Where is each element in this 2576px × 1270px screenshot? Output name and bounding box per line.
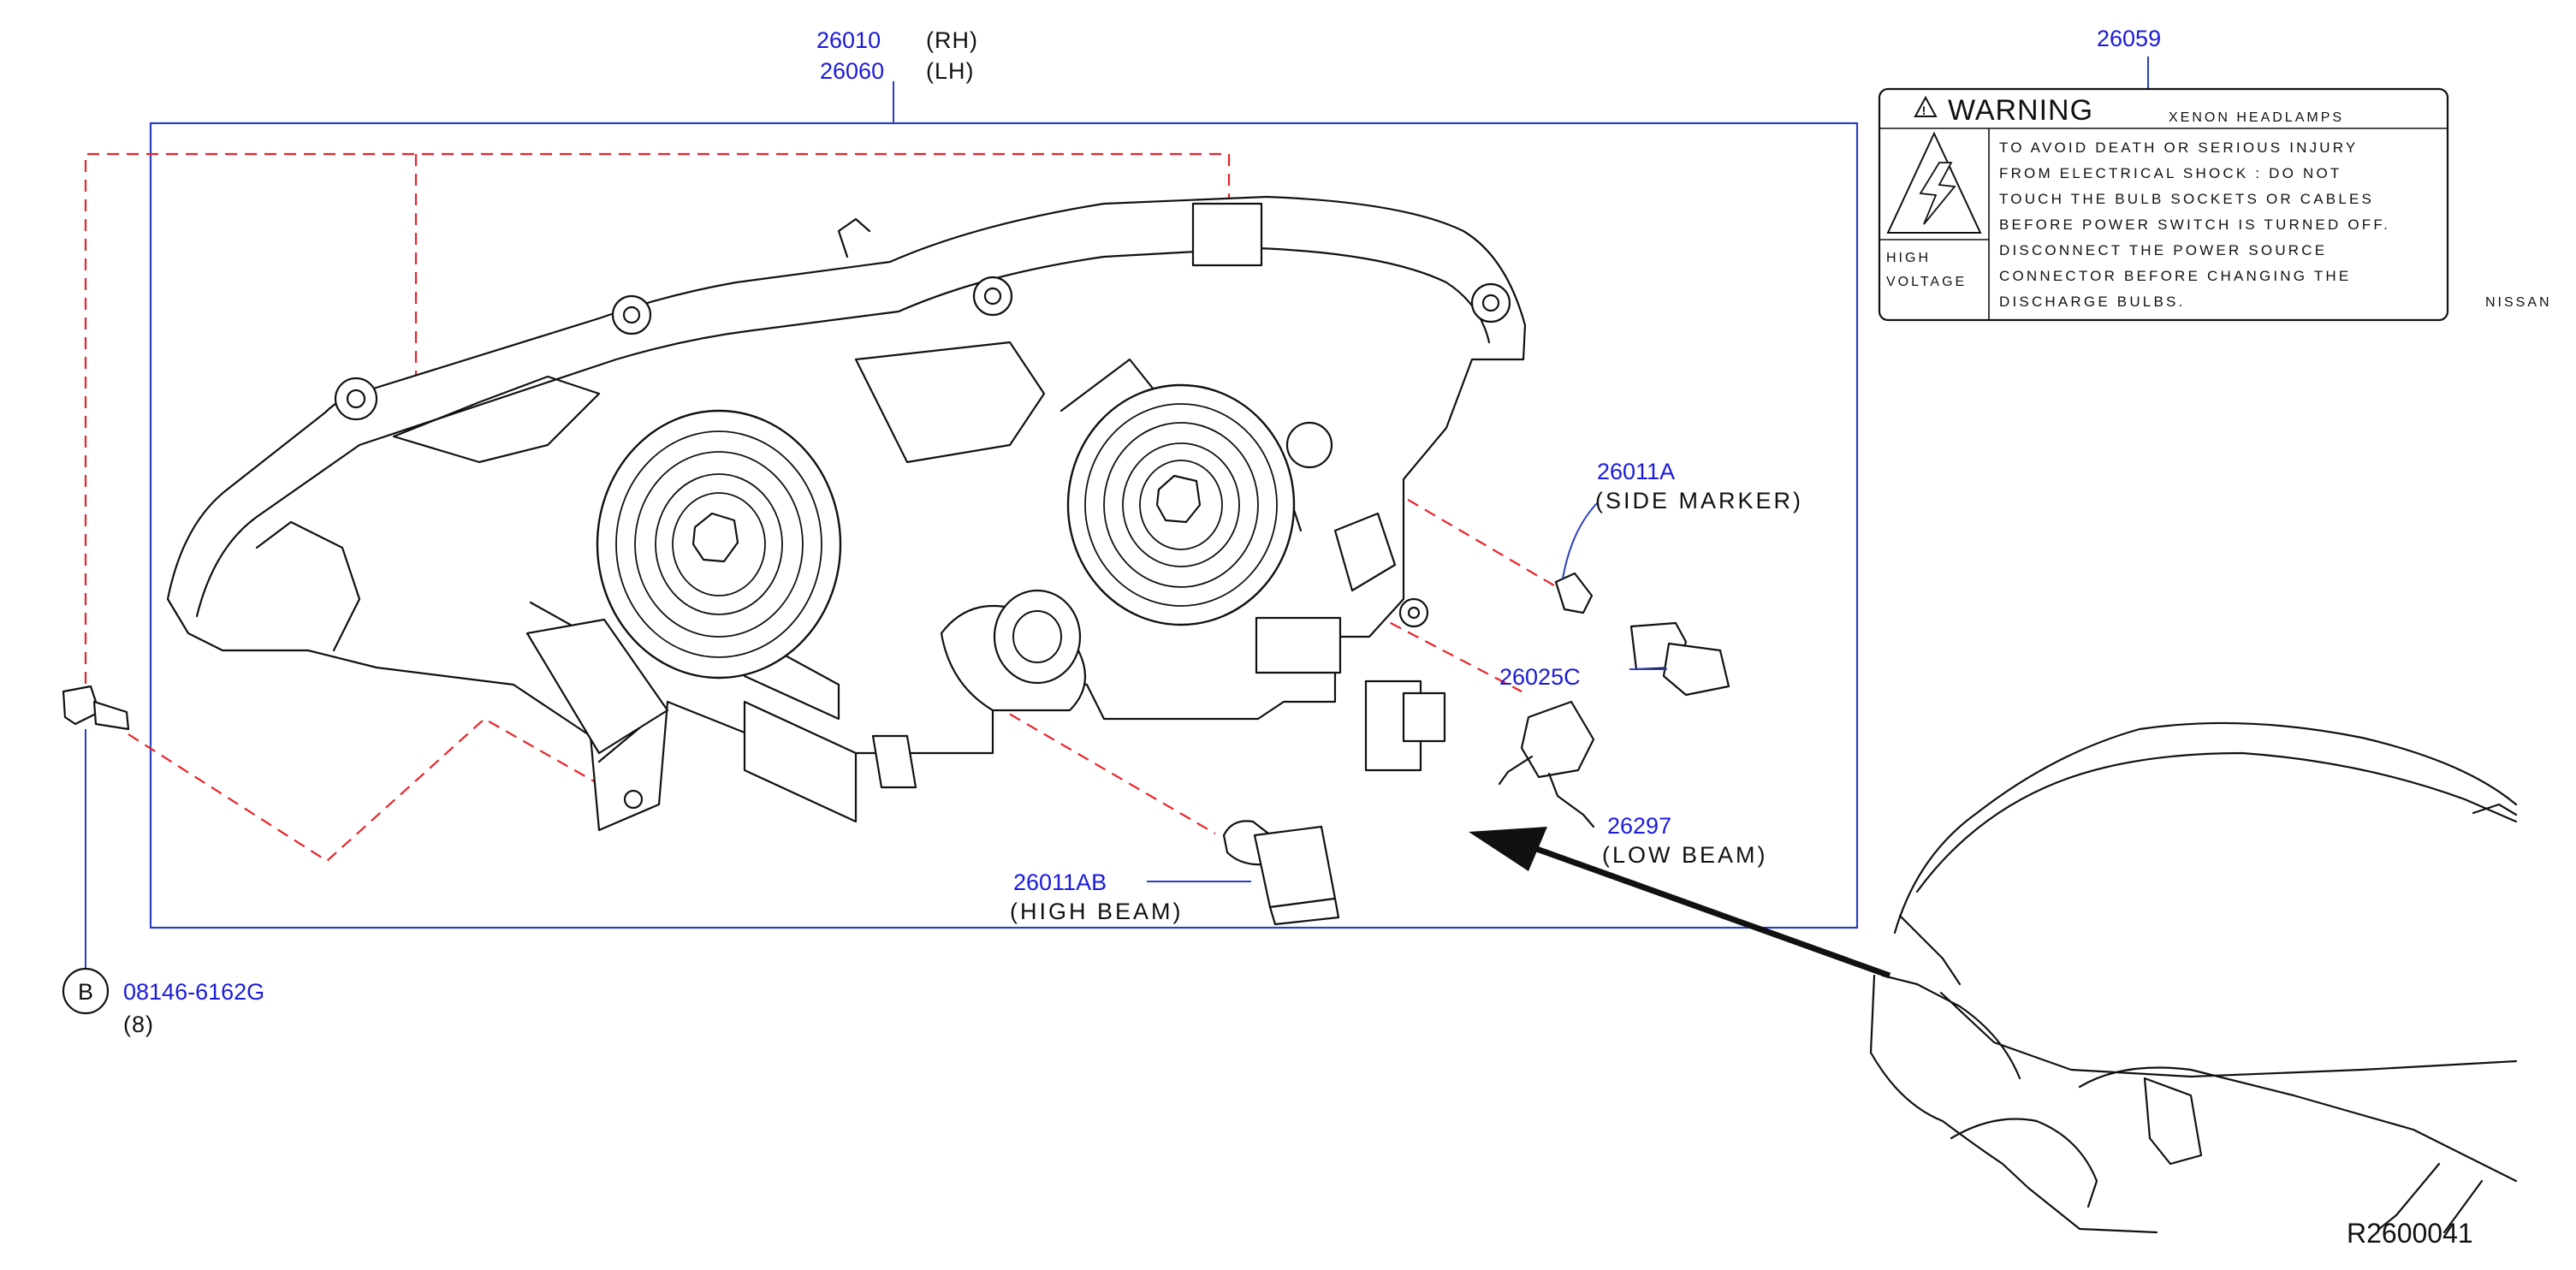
right-reflector	[1066, 383, 1296, 626]
part-number-26011ab: 26011AB	[1013, 869, 1107, 895]
warning-line-7: DISCHARGE BULBS.	[1999, 294, 2185, 310]
assembly-frame	[149, 122, 1859, 929]
part-number-26025c: 26025C	[1499, 664, 1581, 690]
warning-line-3: TOUCH THE BULB SOCKETS OR CABLES	[1999, 191, 2374, 207]
warning-title: WARNING	[1948, 94, 2093, 127]
part-number-26010: 26010	[816, 27, 881, 53]
warning-line-1: TO AVOID DEATH OR SERIOUS INJURY	[1999, 139, 2358, 156]
bolt-marker-letter: B	[78, 979, 93, 1005]
bolt-marker-circle	[62, 967, 110, 1015]
bulb-socket	[1629, 621, 1730, 697]
warning-triangle-icon	[1914, 95, 1938, 117]
warning-line-5: DISCONNECT THE POWER SOURCE	[1999, 242, 2327, 258]
part-number-26060: 26060	[820, 58, 884, 84]
left-reflector	[596, 409, 842, 680]
high-beam-desc: (HIGH BEAM)	[1010, 899, 1184, 924]
side-label-rh: (RH)	[926, 27, 978, 53]
direction-arrow	[1469, 827, 1891, 979]
bolt-quantity: (8)	[123, 1012, 154, 1037]
bolt-08146-6162g	[62, 685, 130, 974]
side-marker-desc: (SIDE MARKER)	[1595, 488, 1803, 513]
side-label-lh: (LH)	[926, 58, 975, 84]
side-marker-bulb	[1554, 502, 1598, 614]
high-voltage-line-1: HIGH	[1886, 251, 1931, 265]
high-voltage-icon	[1886, 131, 1982, 234]
low-beam-desc: (LOW BEAM)	[1602, 842, 1768, 868]
warning-exclaim-icon: !	[1922, 104, 1926, 117]
warning-label: ! WARNING XENON HEADLAMPS HIGH VOLTAGE T…	[1878, 87, 2449, 322]
part-number-26297: 26297	[1607, 813, 1671, 839]
low-beam-bulb	[1498, 700, 1595, 828]
vehicle-outline	[1869, 721, 2518, 1234]
warning-label-frame	[1878, 87, 2449, 322]
brand-nissan: NISSAN	[2485, 295, 2552, 310]
warning-line-6: CONNECTOR BEFORE CHANGING THE	[1999, 268, 2351, 284]
high-voltage-line-2: VOLTAGE	[1886, 275, 1967, 289]
part-number-08146-6162g: 08146-6162G	[123, 979, 264, 1005]
diagram-id: R2600041	[2347, 1218, 2473, 1249]
part-number-26011a: 26011A	[1597, 459, 1675, 484]
high-beam-bulb	[1147, 820, 1340, 926]
warning-line-4: BEFORE POWER SWITCH IS TURNED OFF.	[1999, 217, 2390, 233]
turn-lamp-socket	[993, 589, 1082, 685]
headlamp-assembly	[166, 195, 1527, 832]
warning-line-2: FROM ELECTRICAL SHOCK : DO NOT	[1999, 165, 2342, 181]
warning-subtitle: XENON HEADLAMPS	[2169, 110, 2344, 125]
part-number-26059: 26059	[2097, 26, 2161, 51]
